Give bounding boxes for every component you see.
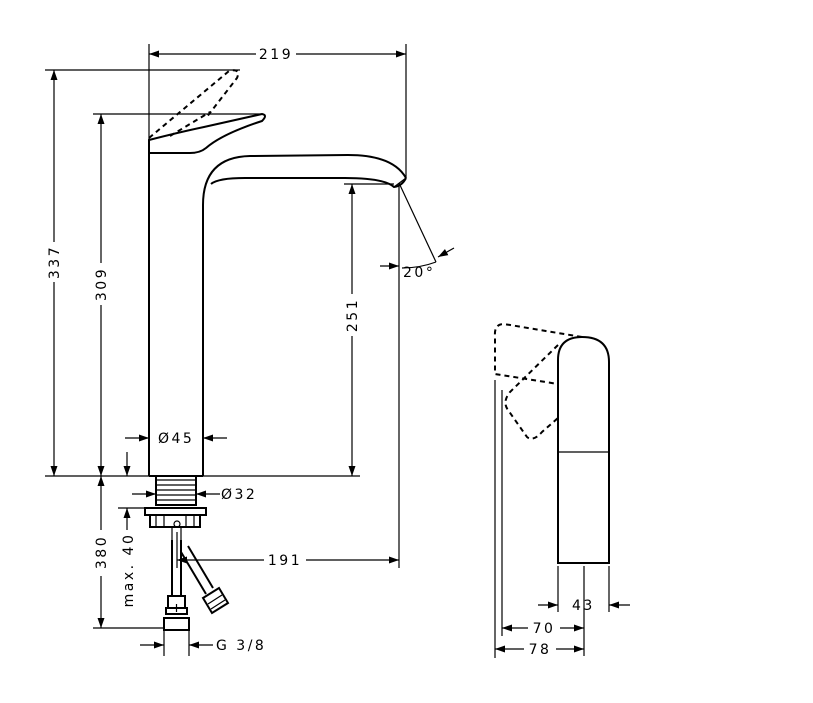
dim-label-219: 219	[259, 47, 293, 63]
faucet-body	[148, 150, 407, 477]
dimension-thread-diameter: Ø32	[132, 487, 257, 503]
dimension-spout-angle: 20°	[380, 182, 455, 568]
dim-label-d32: Ø32	[221, 487, 257, 503]
lever-closed	[148, 112, 266, 154]
dimension-body-diameter: Ø45	[125, 431, 227, 447]
dimension-g38: G 3/8	[140, 630, 266, 656]
dim-label-max40: max. 40	[121, 533, 137, 608]
dimension-219: 219	[148, 44, 407, 178]
dim-label-43: 43	[572, 598, 595, 614]
dim-label-g38: G 3/8	[216, 638, 266, 654]
dim-label-309: 309	[94, 267, 110, 301]
dimension-251: 251	[203, 183, 394, 477]
dimension-70-78: 70 78	[494, 380, 585, 658]
dimension-337: 337	[45, 69, 240, 477]
dim-label-337: 337	[47, 245, 63, 279]
dim-label-251: 251	[345, 298, 361, 332]
connection-hoses	[163, 540, 230, 631]
dim-label-d45: Ø45	[158, 431, 194, 447]
dimension-43: 43	[538, 566, 630, 614]
lever-open-dashed	[148, 69, 239, 139]
mounting-thread	[144, 476, 207, 540]
dimension-191: 191	[176, 532, 399, 569]
dim-label-angle: 20°	[403, 265, 435, 281]
dim-label-78: 78	[529, 642, 552, 658]
dim-label-380: 380	[94, 535, 110, 569]
lever-side-view	[493, 322, 610, 564]
dim-label-191: 191	[268, 553, 302, 569]
dim-label-70: 70	[533, 621, 556, 637]
dimension-380: 380	[93, 476, 164, 629]
dimension-max-40: max. 40	[118, 452, 145, 607]
dimension-309: 309	[93, 113, 262, 476]
